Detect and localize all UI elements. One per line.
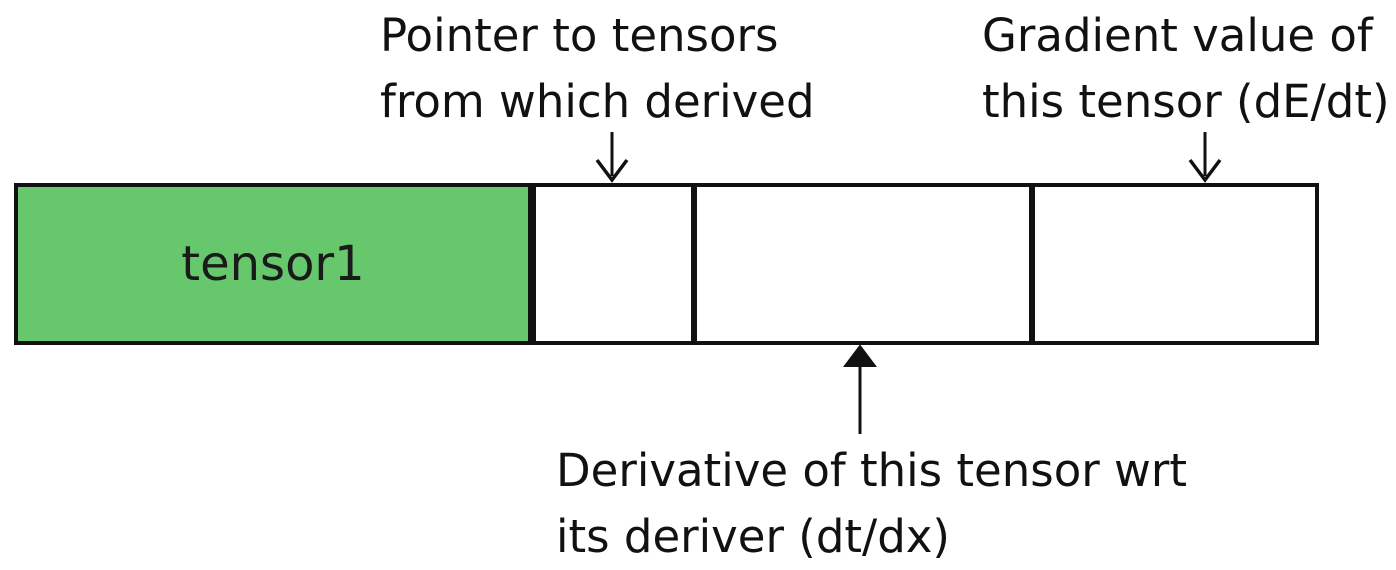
pointer-arrow <box>595 132 629 183</box>
gradient-value-cell <box>1029 183 1319 345</box>
tensor-data-cell: tensor1 <box>14 183 532 345</box>
derivative-annotation: Derivative of this tensor wrt its derive… <box>556 438 1187 570</box>
gradient-annotation-line-2: this tensor (dE/dt) <box>982 75 1390 128</box>
local-derivative-cell <box>691 183 1033 345</box>
gradient-annotation-line-1: Gradient value of <box>982 9 1373 62</box>
pointer-annotation-line-2: from which derived <box>380 75 815 128</box>
pointer-annotation: Pointer to tensors from which derived <box>380 3 815 135</box>
parent-pointer-cell <box>530 183 695 345</box>
gradient-arrow <box>1188 132 1222 183</box>
tensor-name-label: tensor1 <box>181 236 365 292</box>
derivative-annotation-line-2: its deriver (dt/dx) <box>556 510 950 563</box>
pointer-annotation-line-1: Pointer to tensors <box>380 9 779 62</box>
derivative-arrow <box>843 344 877 434</box>
gradient-annotation: Gradient value of this tensor (dE/dt) <box>982 3 1390 135</box>
derivative-annotation-line-1: Derivative of this tensor wrt <box>556 444 1187 497</box>
